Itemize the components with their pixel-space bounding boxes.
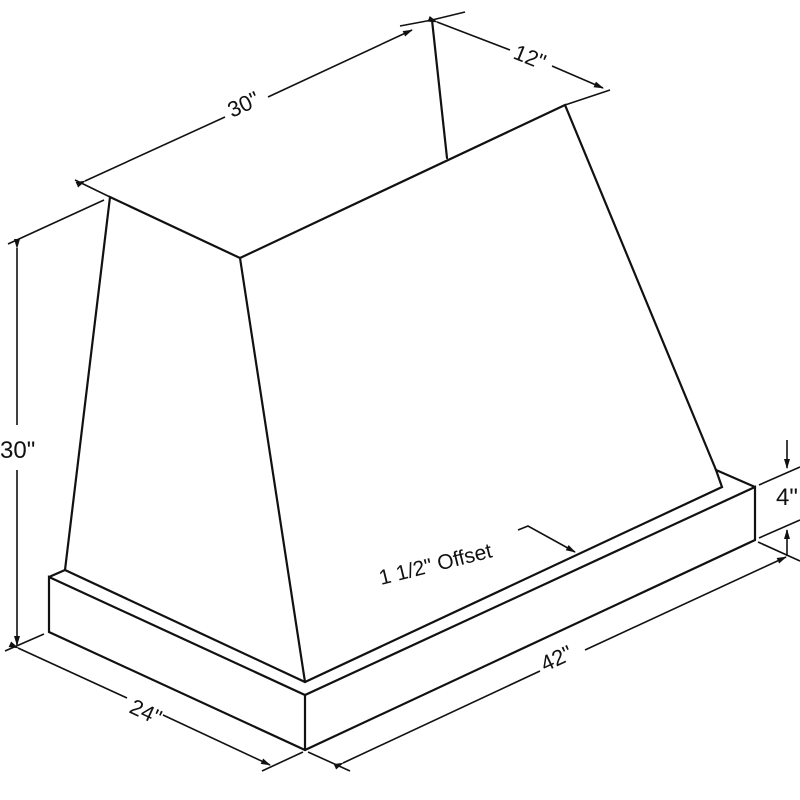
hood-base — [47, 467, 757, 752]
top-depth-label: 12" — [510, 39, 549, 74]
base-depth-label: 24" — [126, 694, 166, 730]
dimension-labels: 30" 12" 30" 24" 42" 4" 1 1/2" Offset — [0, 39, 798, 730]
top-width-label: 30" — [224, 86, 264, 122]
dimension-lines — [4, 11, 800, 772]
height-label: 30" — [0, 437, 35, 464]
offset-annotation: 1 1/2" Offset — [377, 540, 495, 590]
base-height-label: 4" — [776, 484, 798, 511]
base-width-label: 42" — [537, 640, 577, 676]
